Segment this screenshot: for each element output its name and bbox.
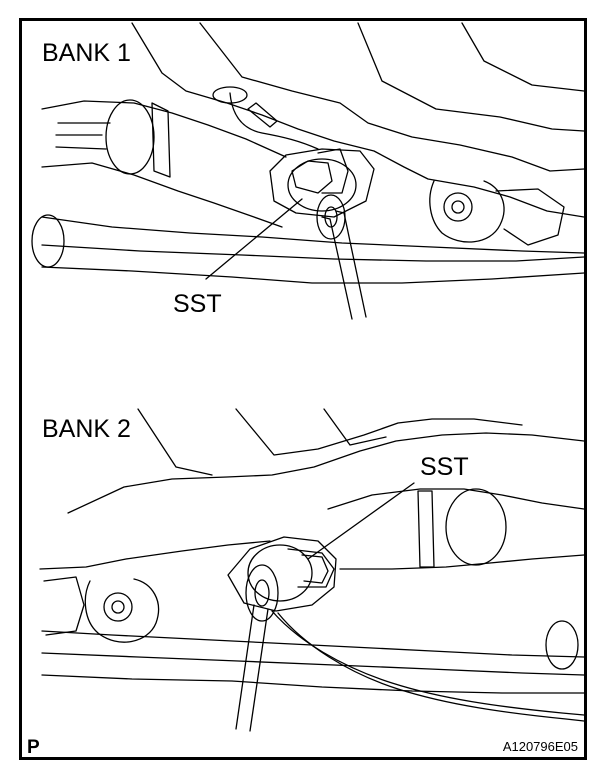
bank2-knuckle-outline [84,578,160,643]
service-illustration [31,22,584,732]
bank1-upper-body-outline [131,22,584,218]
bank2-sensor-boss [227,536,337,612]
bank2-exhaust-pipe-bottom [339,554,584,570]
bank2-pipe-clamp [417,490,435,568]
bank2-sst-tool-ring-inner [254,579,270,607]
bank2-title: BANK 2 [42,415,131,443]
bank1-sensor-flange [287,158,357,212]
corner-mark: P [27,737,40,758]
bank2-crossmember-top [41,630,584,658]
bank2-harness-wire-2 [277,612,584,722]
bank1-sst-tool-ring [316,194,346,240]
bank1-knuckle-outline [429,180,505,243]
bank1-crossmember-bottom [41,266,584,284]
bank2-body-crease-2 [137,408,387,476]
bank2-right-mount [545,620,579,670]
bank1-grommet [212,86,248,104]
bank2-sst-callout: SST [420,453,469,481]
bank1-harness-clip [247,102,278,128]
bank1-knuckle-bolt-inner [451,200,465,214]
bank2-knuckle-bracket [43,576,85,636]
bank2-crossmember-bottom [41,674,584,694]
bank2-sst-tool-ring [245,564,279,622]
bank1-clamp-band [151,102,171,178]
bank1-harness-wire [229,92,319,150]
bank1-title: BANK 1 [42,39,131,67]
bank1-sst-callout: SST [173,290,222,318]
bank1-sensor-connector [317,148,349,194]
bank1-sensor-hex [291,160,333,194]
bank1-sst-tool-ring-inner [324,206,338,228]
bank2-sst-leader [307,482,415,560]
bank1-sensor-boss [269,148,375,218]
bank2-drawing [39,408,584,732]
bank1-body-crease [199,22,584,172]
bank2-exhaust-pipe-top [327,488,584,510]
bank2-crossmember-line [41,652,584,676]
bank1-body-crease-2 [357,22,584,132]
bank1-exhaust-pipe-bottom [41,162,283,228]
bank2-exhaust-pipe-end [445,488,507,566]
bank1-left-mount [31,214,65,268]
figure-id: A120796E05 [502,739,578,754]
bank2-sensor-flange [247,544,313,602]
bank1-body-crease-3 [461,22,584,92]
bank2-body-crease-3 [39,540,271,570]
bank2-body-crease [235,408,523,456]
bank2-sst-tool-handle [235,604,269,732]
bank2-sensor-connector [287,548,335,588]
bank1-knuckle-bracket [495,188,565,246]
bank2-knuckle-bolt [103,592,133,622]
bank2-upper-body-outline [67,432,584,514]
bank1-exhaust-pipe-top [41,100,287,158]
bank1-exhaust-pipe-end [105,99,155,175]
illustration-frame: BANK 1 SST BANK 2 SST P A120796E05 [19,18,587,760]
bank2-knuckle-bolt-inner [111,600,125,614]
bank2-sensor-hex [301,554,329,584]
bank1-pipe-shadow [55,122,111,150]
bank1-sst-leader [205,198,303,280]
bank1-crossmember-line [41,244,584,262]
bank1-drawing [31,22,584,320]
bank1-knuckle-bolt [443,192,473,222]
bank1-crossmember-top [41,216,584,254]
bank2-harness-wire [271,610,584,716]
